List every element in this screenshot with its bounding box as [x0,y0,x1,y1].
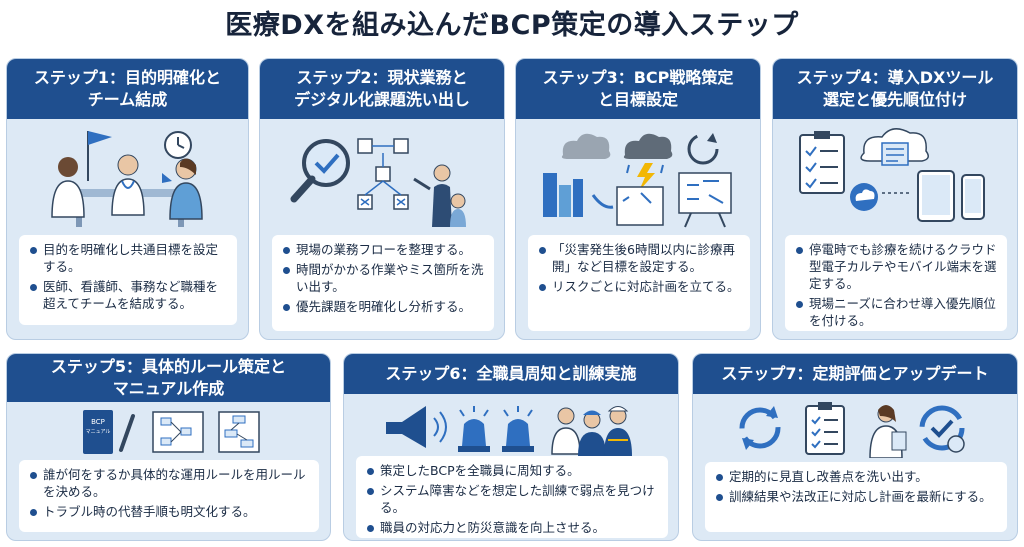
book-label-manual: マニュアル [85,429,110,435]
step-1-heading-line-2: チーム結成 [87,90,168,109]
step-2-bullets: 現場の業務フローを整理する。 時間がかかる作業やミス箇所を洗い出す。 優先課題を… [272,235,494,331]
step-7-bullet-1: 定期的に見直し改善点を洗い出す。 [715,468,999,485]
step-7-heading: ステップ7：定期評価とアップデート [693,354,1017,394]
step-3-bullet-2: リスクごとに対応計画を立てる。 [538,278,742,295]
step-1-bullet-1: 目的を明確化し共通目標を設定する。 [29,241,229,275]
step-5-heading: ステップ5：具体的ルール策定と マニュアル作成 [7,354,330,402]
step-1-bullets: 目的を明確化し共通目標を設定する。 医師、看護師、事務など職種を超えてチームを結… [19,235,237,325]
step-5-bullets: 誰が何をするか具体的な運用ルールを用ルールを決める。 トラブル時の代替手順も明文… [19,460,319,532]
step-4-bullet-2: 現場ニーズに合わせ導入優先順位を付ける。 [795,295,999,329]
book-label-bcp: BCP [91,418,105,426]
step-6-bullet-2: システム障害などを想定した訓練で弱点を見つける。 [366,482,660,516]
step-3-heading-line-2: と目標設定 [597,90,678,109]
step-4-heading: ステップ4：導入DXツール 選定と優先順位付け [773,59,1017,119]
step-6-card: ステップ6：全職員周知と訓練実施 策定したBCPを全職員に周知する。 システム障… [343,353,679,541]
disaster-strategy-illustration [516,123,760,233]
step-2-bullet-3: 優先課題を明確化し分析する。 [282,298,486,315]
step-1-heading-line-1: ステップ1：目的明確化と [33,68,222,87]
step-6-heading-line-1: ステップ6：全職員周知と訓練実施 [385,364,637,383]
step-6-bullet-3: 職員の対応力と防災意識を向上させる。 [366,519,660,536]
step-4-heading-line-1: ステップ4：導入DXツール [796,68,994,87]
step-5-card: ステップ5：具体的ルール策定と マニュアル作成 BCP マニュアル 誰が何をする… [6,353,331,541]
step-3-heading-line-1: ステップ3：BCP戦略策定 [542,68,734,87]
step-4-card: ステップ4：導入DXツール 選定と優先順位付け 停電時でも診療を続けるクラウド型… [772,58,1018,340]
step-5-heading-line-1: ステップ5：具体的ルール策定と [50,357,287,376]
step-5-bullet-1: 誰が何をするか具体的な運用ルールを用ルールを決める。 [29,466,311,500]
review-update-illustration [693,398,1017,460]
step-4-bullet-1: 停電時でも診療を続けるクラウド型電子カルテやモバイル端末を選定する。 [795,241,999,292]
workflow-analysis-illustration [260,123,504,233]
step-1-heading: ステップ1：目的明確化と チーム結成 [7,59,248,119]
step-6-bullets: 策定したBCPを全職員に周知する。 システム障害などを想定した訓練で弱点を見つけ… [356,456,668,538]
step-7-heading-line-1: ステップ7：定期評価とアップデート [721,364,989,383]
step-3-bullet-1: 「災害発生後6時間以内に診療再開」など目標を設定する。 [538,241,742,275]
step-2-bullet-2: 時間がかかる作業やミス箇所を洗い出す。 [282,261,486,295]
step-1-card: ステップ1：目的明確化と チーム結成 目的を明確化し共通目標を設定する。 医 [6,58,249,340]
team-meeting-illustration [7,123,248,233]
step-3-bullets: 「災害発生後6時間以内に診療再開」など目標を設定する。 リスクごとに対応計画を立… [528,235,750,331]
step-2-heading: ステップ2：現状業務と デジタル化課題洗い出し [260,59,504,119]
step-7-bullets: 定期的に見直し改善点を洗い出す。 訓練結果や法改正に対応し計画を最新にする。 [705,462,1007,532]
page-title: 医療DXを組み込んだBCP策定の導入ステップ [225,10,799,41]
step-7-bullet-2: 訓練結果や法改正に対応し計画を最新にする。 [715,488,999,505]
step-2-heading-line-1: ステップ2：現状業務と [296,68,468,87]
step-4-heading-line-2: 選定と優先順位付け [822,90,967,109]
step-2-bullet-1: 現場の業務フローを整理する。 [282,241,486,258]
step-5-bullet-2: トラブル時の代替手順も明文化する。 [29,503,311,520]
step-1-bullet-2: 医師、看護師、事務など職種を超えてチームを結成する。 [29,278,229,312]
step-6-bullet-1: 策定したBCPを全職員に周知する。 [366,462,660,479]
dx-tools-illustration [773,123,1017,233]
step-3-card: ステップ3：BCP戦略策定 と目標設定 「災害発生後6時間以内に診療再開」など目… [515,58,761,340]
step-4-bullets: 停電時でも診療を続けるクラウド型電子カルテやモバイル端末を選定する。 現場ニーズ… [785,235,1007,331]
step-3-heading: ステップ3：BCP戦略策定 と目標設定 [516,59,760,119]
step-2-card: ステップ2：現状業務と デジタル化課題洗い出し 現場の業務フローを整理する。 時… [259,58,505,340]
training-drill-illustration [344,398,678,458]
step-5-heading-line-2: マニュアル作成 [112,379,225,398]
step-7-card: ステップ7：定期評価とアップデート 定期的に見直し改善点を洗い出す。 訓練結果や… [692,353,1018,541]
manual-creation-illustration: BCP マニュアル [7,406,330,460]
step-2-heading-line-2: デジタル化課題洗い出し [294,90,470,109]
step-6-heading: ステップ6：全職員周知と訓練実施 [344,354,678,394]
